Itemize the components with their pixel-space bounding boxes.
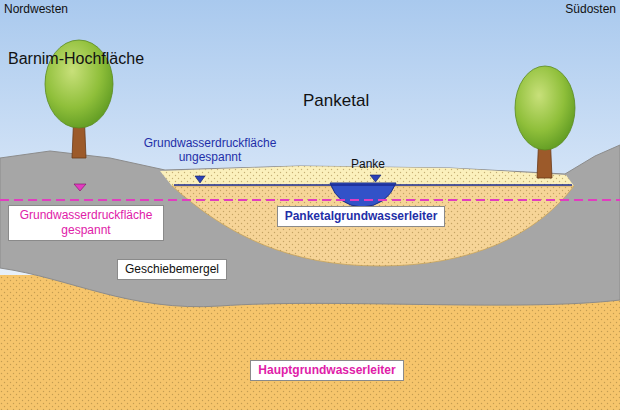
layer-label-box: Panketalgrundwasserleiter <box>277 206 446 227</box>
layer-label-box: Geschiebemergel <box>117 259 227 280</box>
water-table-label: Grundwasserdruckfläche ungespannt <box>130 136 290 165</box>
tree <box>515 66 575 178</box>
direction-label: Südosten <box>565 2 616 16</box>
river-panke <box>330 183 396 207</box>
box-text: Hauptgrundwasserleiter <box>258 363 395 378</box>
confined-pressure-surface <box>0 199 620 201</box>
box-text: Grundwasserdruckfläche gespannt <box>16 208 156 238</box>
layer-label-box: Hauptgrundwasserleiter <box>250 360 403 381</box>
water-level-marker <box>195 176 205 183</box>
box-text: Panketalgrundwasserleiter <box>285 209 438 224</box>
direction-label: Nordwesten <box>4 2 68 16</box>
river-name: Panke <box>351 157 385 171</box>
water-level-marker <box>370 175 381 182</box>
legend-box: Grundwasserdruckfläche gespannt <box>8 205 164 241</box>
unconfined-water-table <box>174 184 572 186</box>
valley-name: Panketal <box>303 91 369 111</box>
water-level-marker <box>74 184 86 191</box>
box-text: Geschiebemergel <box>125 262 219 277</box>
area-name: Barnim-Hochfläche <box>8 49 144 68</box>
till-layer <box>0 145 620 307</box>
